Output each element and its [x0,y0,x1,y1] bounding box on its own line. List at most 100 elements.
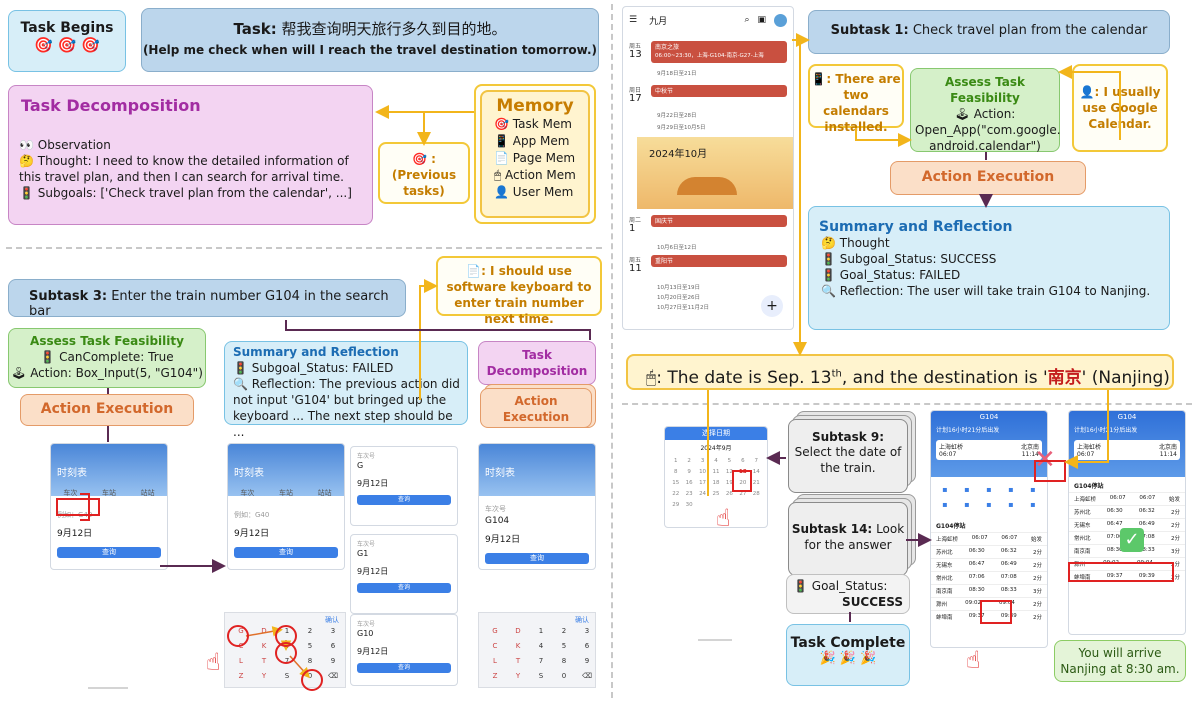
date-cell[interactable]: 26 [725,491,733,497]
keyboard-key[interactable]: L [239,657,243,665]
keyboard-key[interactable]: Y [515,672,521,680]
keyboard-key[interactable]: ⌫ [328,672,338,680]
date-cell[interactable]: 10 [699,469,707,475]
keyboard-key[interactable]: 6 [330,642,336,650]
date-cell[interactable]: 16 [685,480,693,486]
date-cell[interactable]: 9 [687,469,691,475]
keyboard-key[interactable]: 8 [561,657,567,665]
keyboard-key[interactable]: 4 [538,642,544,650]
date-cell[interactable]: 17 [699,480,707,486]
keyboard-key[interactable]: 8 [307,657,313,665]
menu-icon[interactable]: ☰ [629,15,638,25]
keyboard-key[interactable]: 9 [330,657,336,665]
train-number-value[interactable]: G10 [357,629,374,638]
search-button[interactable]: 查询 [357,663,451,673]
date-cell[interactable]: 25 [712,491,720,497]
date-cell[interactable]: 3 [700,458,705,464]
service-icon[interactable]: ▪ [986,485,992,494]
date-cell[interactable]: 20 [739,480,747,486]
keyboard-key[interactable]: 9 [584,657,590,665]
service-icon[interactable]: ▪ [964,500,970,509]
tab-route[interactable]: 站站 [317,489,332,497]
keyboard-key[interactable]: 5 [561,642,567,650]
date-cell[interactable]: 11 [712,469,720,475]
keyboard-key[interactable]: G [238,627,244,635]
date-cell[interactable]: 12 [725,469,733,475]
service-icon[interactable]: ▪ [1030,500,1036,509]
keyboard-key[interactable]: ⌫ [582,672,592,680]
search-button[interactable]: 查询 [485,553,589,564]
keyboard-key[interactable]: 2 [307,627,313,635]
confirm-button[interactable]: 确认 [575,616,589,624]
event-chip[interactable]: 国庆节 [651,215,787,227]
keyboard-key[interactable]: D [261,627,267,635]
date-cell[interactable]: 5 [727,458,732,464]
date-cell[interactable]: 30 [685,502,693,508]
keyboard-key[interactable]: 7 [284,657,290,665]
tab-route[interactable]: 站站 [140,489,155,497]
service-icon[interactable]: ▪ [986,500,992,509]
keyboard-key[interactable]: Z [492,672,498,680]
keyboard-key[interactable]: G [492,627,498,635]
keyboard-key[interactable]: Z [238,672,244,680]
date-cell[interactable]: 22 [672,491,680,497]
keyboard-key[interactable]: K [515,642,521,650]
train-number-value[interactable]: G1 [357,549,369,558]
date-cell[interactable]: 28 [752,491,760,497]
date-value[interactable]: 9月12日 [57,529,93,539]
event-chip[interactable]: 重阳节 [651,255,787,267]
date-cell[interactable]: 13 [739,469,747,475]
keyboard-key[interactable]: 2 [561,627,567,635]
confirm-button[interactable]: 确认 [325,616,339,624]
service-icon[interactable]: ▪ [1030,485,1036,494]
date-cell[interactable]: 4 [714,458,718,464]
date-cell[interactable]: 8 [673,469,678,475]
date-cell[interactable]: 7 [754,458,759,464]
tab-station[interactable]: 车站 [278,489,293,497]
keyboard-key[interactable]: Y [261,672,267,680]
keyboard-key[interactable]: K [261,642,267,650]
date-value[interactable]: 9月12日 [357,479,389,488]
keyboard-key[interactable]: S [284,672,290,680]
today-icon[interactable]: ▣ [757,15,766,25]
search-icon[interactable]: ⌕ [744,15,750,25]
date-cell[interactable]: 24 [699,491,707,497]
train-number-value[interactable]: G [357,461,364,470]
search-button[interactable]: 查询 [57,547,161,558]
date-cell[interactable]: 29 [672,502,680,508]
keyboard-key[interactable]: T [515,657,521,665]
date-cell[interactable]: 27 [739,491,747,497]
keyboard-key[interactable]: 1 [538,627,544,635]
search-button[interactable]: 查询 [357,495,451,505]
search-button[interactable]: 查询 [357,583,451,593]
date-value[interactable]: 9月12日 [234,529,270,539]
train-input[interactable]: 例如：G40 [234,511,270,519]
keyboard-key[interactable]: S [538,672,544,680]
keyboard-key[interactable]: 6 [584,642,590,650]
date-cell[interactable]: 1 [673,458,678,464]
tab-train[interactable]: 车次 [240,489,255,497]
keyboard-key[interactable]: 1 [284,627,290,635]
keyboard-key[interactable]: D [515,627,521,635]
date-value[interactable]: 9月12日 [357,647,389,656]
date-cell[interactable]: 23 [685,491,693,497]
keyboard-key[interactable]: 5 [307,642,313,650]
date-cell[interactable]: 19 [725,480,733,486]
date-cell[interactable]: 15 [672,480,680,486]
date-cell[interactable]: 18 [712,480,720,486]
train-number-value[interactable]: G104 [485,516,510,526]
event-chip[interactable]: 中秋节 [651,85,787,97]
service-icon[interactable]: ▪ [942,485,948,494]
service-icon[interactable]: ▪ [1008,500,1014,509]
date-value[interactable]: 9月12日 [485,535,521,545]
service-icon[interactable]: ▪ [1008,485,1014,494]
date-cell[interactable]: 14 [752,469,760,475]
service-icon[interactable]: ▪ [942,500,948,509]
search-button[interactable]: 查询 [234,547,338,558]
keyboard-key[interactable]: L [493,657,497,665]
